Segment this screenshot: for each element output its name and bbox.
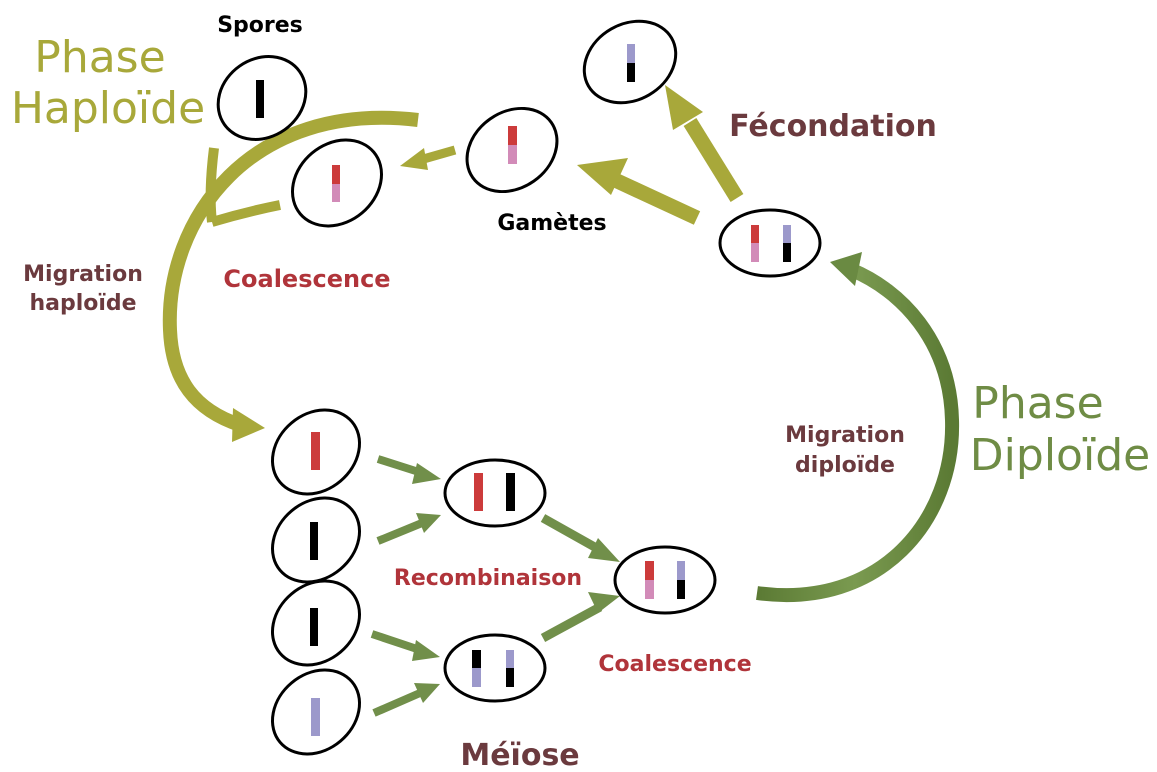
haploid-spore-black-2	[270, 579, 362, 667]
meiose-label: Méïose	[460, 738, 579, 772]
migration-haploide-label-line1: Migration	[23, 262, 143, 287]
phase-diploide-label-line2: Diploïde	[970, 430, 1150, 481]
spores-label: Spores	[217, 13, 303, 38]
spore-branch-arrow	[205, 147, 219, 223]
phase-haploide-label-line1: Phase	[34, 32, 165, 83]
migration-diploide-label-line1: Migration	[785, 423, 905, 448]
diploid-cell-top	[718, 208, 822, 278]
arrow-recomb-to-coalescence	[540, 514, 620, 562]
gamete-to-coalescence-arrow	[400, 145, 457, 170]
coalescence-top-label: Coalescence	[223, 265, 390, 293]
migration-diploide-label-line2: diploïde	[795, 453, 895, 478]
diploid-to-gamete-arrow	[577, 158, 701, 225]
phase-haploide-label-line2: Haploïde	[11, 83, 205, 134]
arrow-lavender-spore-to-meiose	[372, 683, 440, 717]
fecondation-label: Fécondation	[729, 109, 937, 144]
phase-diploide-label-line1: Phase	[972, 378, 1103, 429]
haploid-spore-red	[270, 408, 362, 496]
arrow-black-spore-to-recomb	[376, 513, 441, 545]
migration-diploide-arrow	[756, 252, 960, 602]
coalescence-bottom-label: Coalescence	[598, 652, 751, 677]
migration-haploide-label-line2: haploïde	[29, 291, 136, 316]
arrow-meiose-to-coalescence	[540, 592, 620, 642]
coalescence-cell-bottom	[613, 545, 717, 615]
haploid-spore-lavender	[270, 668, 362, 756]
fecondation-arrow	[665, 85, 744, 202]
gamete-cell	[465, 106, 559, 194]
arrow-red-spore-to-recomb	[376, 455, 441, 484]
meiose-cell	[443, 633, 547, 703]
coalescence-cell-top	[290, 138, 384, 228]
haploid-spore-black-1	[270, 496, 362, 584]
coalescence-branch-arrow	[210, 200, 281, 227]
recombinaison-label: Recombinaison	[394, 566, 582, 591]
recombinaison-cell	[443, 458, 547, 528]
spore-cell	[216, 55, 308, 141]
migration-haploide-arrow	[162, 110, 419, 442]
gametes-label: Gamètes	[497, 211, 606, 236]
arrow-black-spore-to-meiose	[370, 630, 440, 661]
zygote-cell	[582, 19, 678, 105]
